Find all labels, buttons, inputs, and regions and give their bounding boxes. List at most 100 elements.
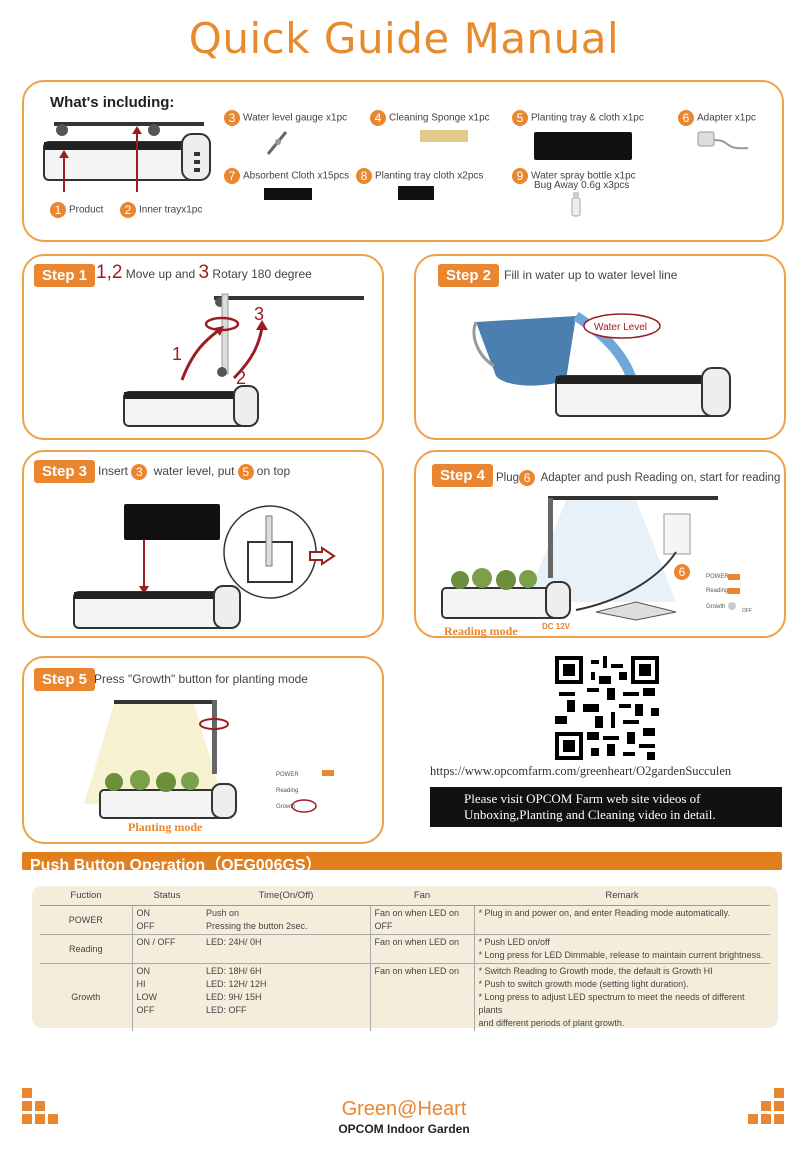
ops-cell-fan: OFF <box>374 921 393 931</box>
table-row: Growth ON HI LOW OFF LED: 18H/ 6H LED: 12H/ … <box>40 963 770 1031</box>
visit-line-1: Please visit OPCOM Farm web site videos … <box>464 791 701 806</box>
step5-text: Press "Growth" button for planting mode <box>94 672 308 686</box>
ops-cell-status: OFF <box>136 921 155 931</box>
btn-off-label: OFF <box>742 608 752 614</box>
ops-cell-time: LED: 9H/ 15H <box>206 992 262 1002</box>
step2-badge: Step 2 <box>438 264 500 287</box>
ops-cell-function: Reading <box>40 934 132 964</box>
brand-name: Green@Heart <box>341 1098 467 1120</box>
step1-callout-1: 1 <box>172 344 182 364</box>
step1-panel: Step 1 1,2 Move up and 3 Rotary 180 degr… <box>22 254 384 440</box>
ops-cell-fan: Fan on when LED on <box>374 908 460 918</box>
ops-cell-time: LED: 18H/ 6H <box>206 966 262 976</box>
qr-code[interactable] <box>555 656 659 760</box>
corner-logo-left-icon <box>22 1088 58 1124</box>
ops-cell-time: Push on <box>206 908 240 918</box>
ops-title-bar <box>22 852 782 870</box>
ops-header-function: Fuction <box>40 886 132 906</box>
ops-header-row: Fuction Status Time(On/Off) Fan Remark <box>40 886 770 906</box>
website-url[interactable]: https://www.opcomfarm.com/greenheart/O2g… <box>430 764 732 778</box>
table-row: Reading ON / OFF LED: 24H/ 0H Fan on whe… <box>40 934 770 964</box>
adapter-icon <box>697 131 749 150</box>
ops-header-remark: Remark <box>474 886 770 906</box>
table-row: POWER ON OFF Push on Pressing the button 2… <box>40 905 770 935</box>
step1-badge: Step 1 <box>34 264 96 287</box>
s5-btn-reading-label: Reading <box>276 788 299 794</box>
step1-illustration: 1 2 3 <box>123 293 364 427</box>
ops-cell-status: LOW <box>136 992 158 1002</box>
ops-cell-status: ON / OFF <box>136 937 176 947</box>
ops-header-time: Time(On/Off) <box>202 886 370 906</box>
s5-btn-growth-label: Growth <box>276 804 296 810</box>
step2-panel: Step 2 Fill in water up to water level l… <box>414 254 786 440</box>
step4-badge: Step 4 <box>432 464 494 487</box>
step2-text: Fill in water up to water level line <box>504 268 678 282</box>
gauge-icon <box>266 131 288 155</box>
step4-illustration <box>441 496 740 621</box>
absorbent-cloth-icon <box>264 188 312 200</box>
step5-illustration <box>84 700 334 819</box>
step5-badge: Step 5 <box>34 668 96 691</box>
sponge-icon <box>420 130 468 142</box>
ops-cell-fan: Fan on when LED on <box>374 966 460 976</box>
brand-subtitle: OPCOM Indoor Garden <box>338 1122 470 1136</box>
btn-power-label: POWER <box>706 574 729 580</box>
planting-mode-label: Planting mode <box>128 820 203 834</box>
step1-text: 1,2 Move up and 3 Rotary 180 degree <box>96 262 312 283</box>
product-illustration <box>43 122 211 192</box>
ops-cell-status: HI <box>136 979 146 989</box>
visit-line-2: Unboxing,Planting and Cleaning video in … <box>464 807 716 822</box>
tray-cloth-icon <box>398 186 434 200</box>
step5-panel: Step 5 Press "Growth" button for plantin… <box>22 656 384 844</box>
ops-cell-time: LED: OFF <box>206 1005 247 1015</box>
ops-cell-time: Pressing the button 2sec. <box>206 921 308 931</box>
ops-cell-remark: * Long press to adjust LED spectrum to m… <box>478 992 745 1015</box>
reading-mode-label: Reading mode <box>444 624 518 638</box>
step1-callout-2: 2 <box>236 368 246 388</box>
ops-cell-time: LED: 12H/ 12H <box>206 979 267 989</box>
ops-cell-status: ON <box>136 966 151 976</box>
ops-cell-function: Growth <box>71 992 101 1002</box>
ops-cell-remark: and different periods of plant growth. <box>478 1018 625 1028</box>
step3-badge: Step 3 <box>34 460 96 483</box>
s5-btn-power-label: POWER <box>276 772 299 778</box>
ops-cell-remark: * Plug in and power on, and enter Readin… <box>478 908 731 918</box>
ops-cell-time: LED: 24H/ 0H <box>206 937 262 947</box>
step4-adapter-badge: 6 <box>674 564 690 580</box>
ops-header-status: Status <box>132 886 202 906</box>
step2-illustration: Water Level <box>472 311 731 417</box>
planting-tray-icon <box>534 132 632 160</box>
ops-cell-status: OFF <box>136 1005 155 1015</box>
spray-bottle-icon <box>571 192 581 217</box>
ops-cell-status: ON <box>136 908 151 918</box>
ops-table: Fuction Status Time(On/Off) Fan Remark P… <box>40 886 770 1031</box>
visit-banner: Please visit OPCOM Farm web site videos … <box>430 787 782 827</box>
ops-title: Push Button Operation（OFG006GS） <box>30 857 322 874</box>
step3-tray <box>124 504 220 540</box>
ops-cell-remark: * Long press for LED Dimmable, release t… <box>478 950 764 960</box>
water-level-label: Water Level <box>594 322 647 333</box>
ops-cell-remark: * Push LED on/off <box>478 937 550 947</box>
corner-logo-right-icon <box>748 1088 784 1124</box>
ops-cell-function: POWER <box>40 905 132 935</box>
btn-growth-label: Growth <box>706 604 726 610</box>
includes-heading: What's including: <box>50 94 175 111</box>
ops-cell-remark: * Push to switch growth mode (setting li… <box>478 979 689 989</box>
ops-table-wrap: Fuction Status Time(On/Off) Fan Remark P… <box>32 886 778 1031</box>
page-title: Quick Guide Manual <box>188 14 620 63</box>
include-item-bug-away: Bug Away 0.6g x3pcs <box>534 180 630 191</box>
